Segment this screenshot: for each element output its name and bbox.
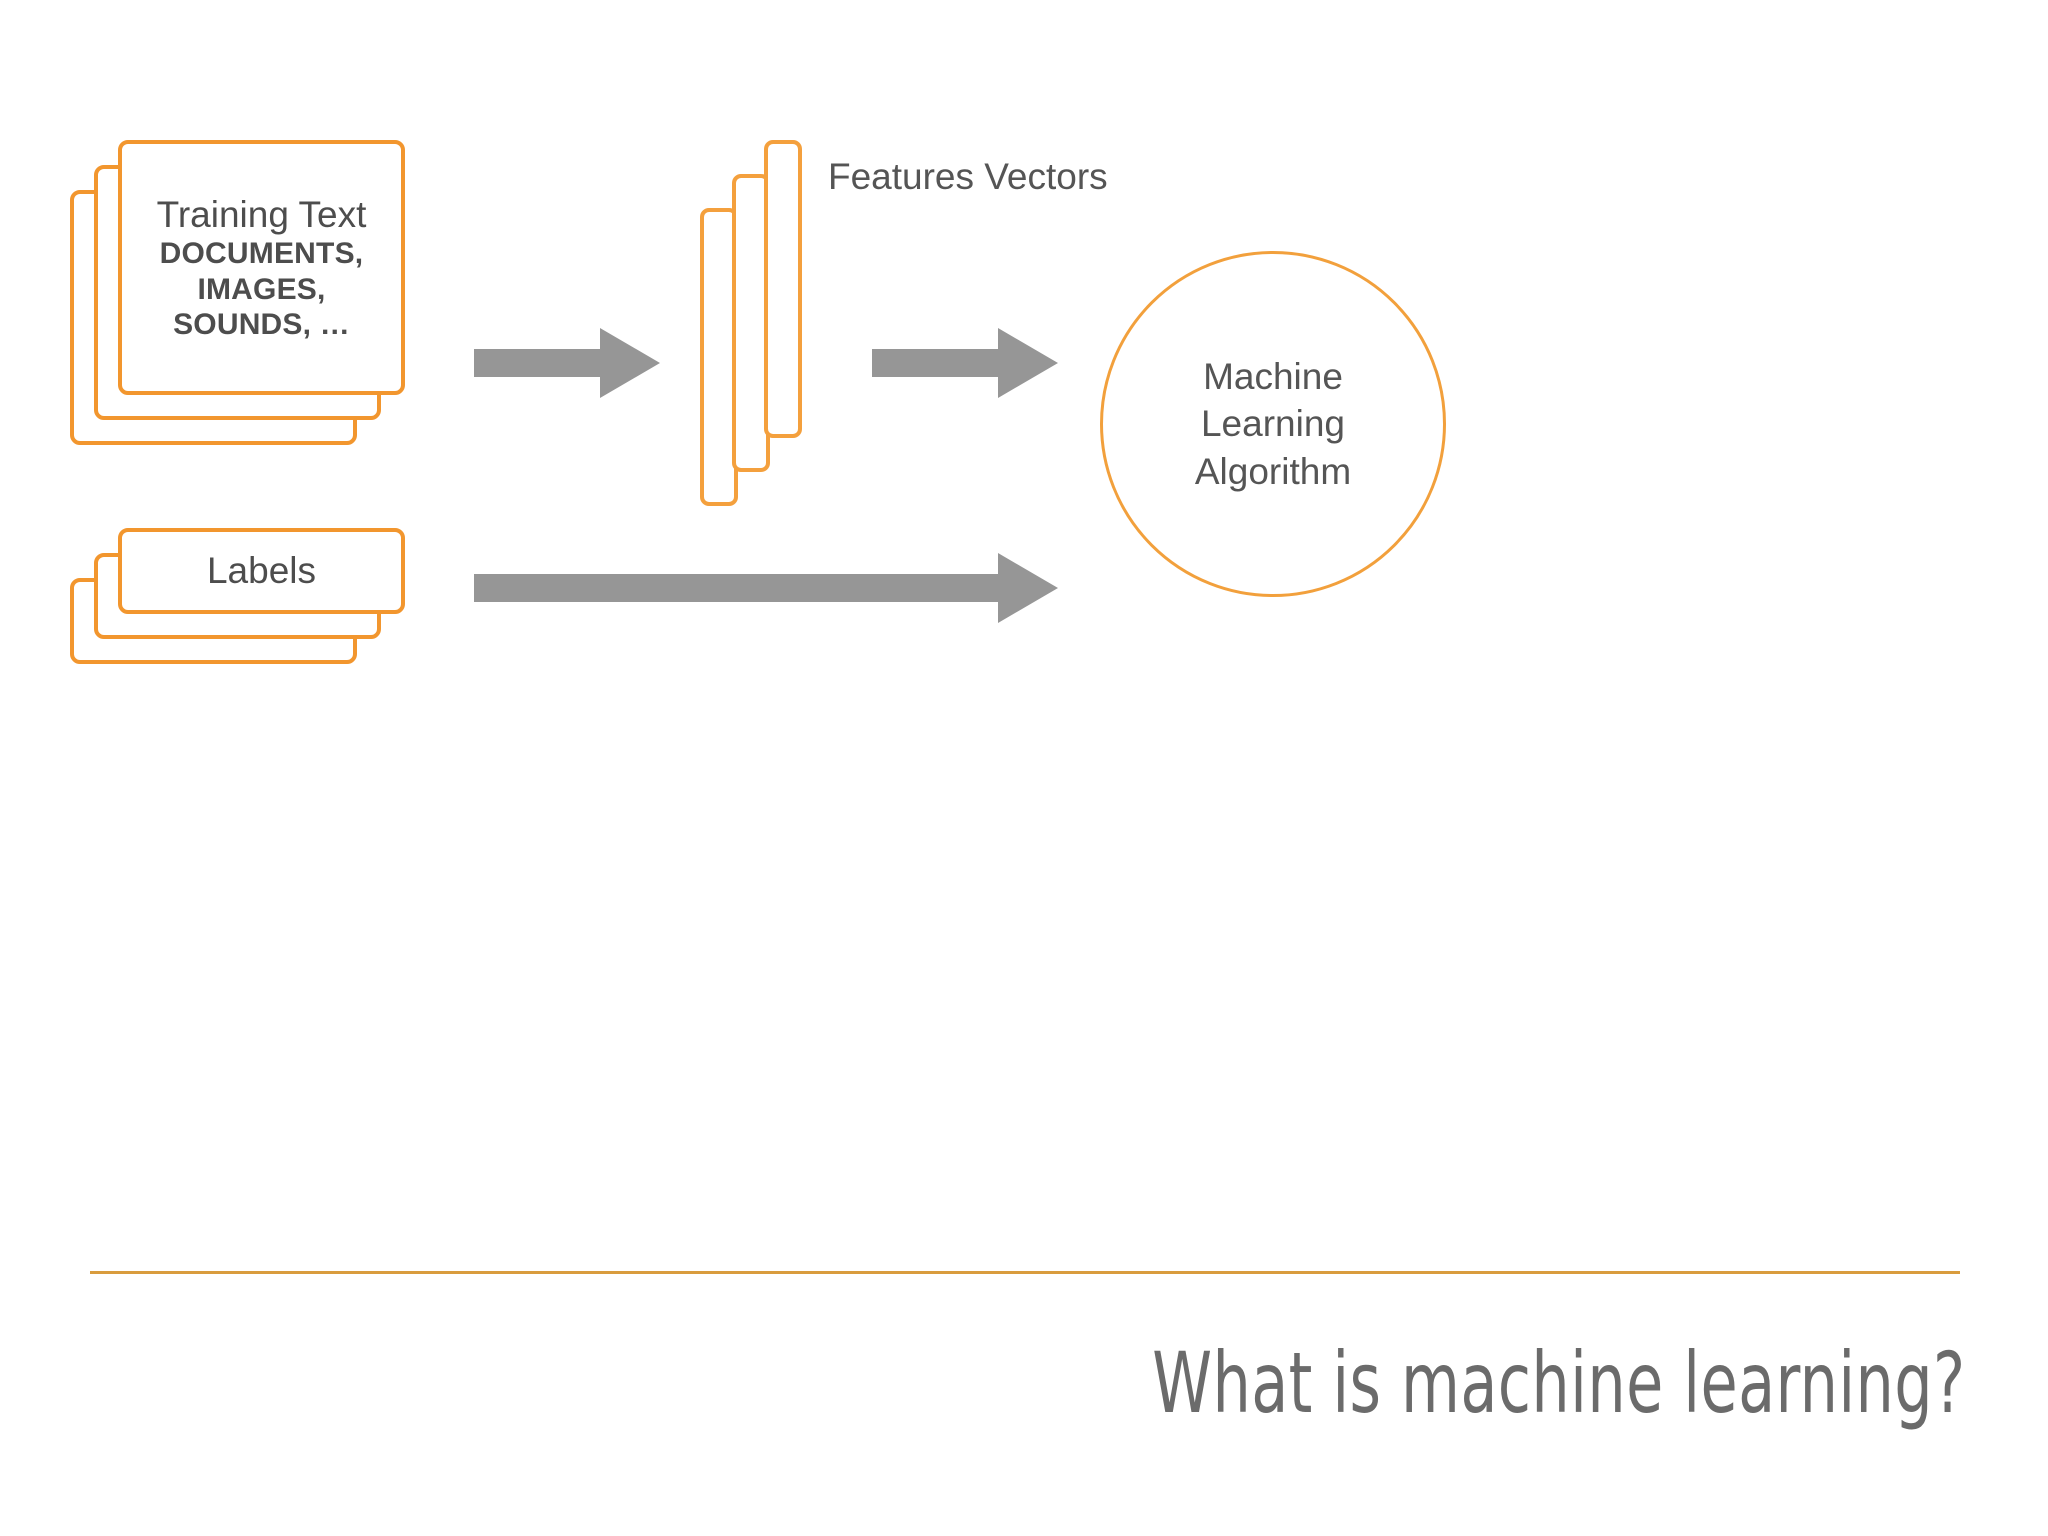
algorithm-line-3: Algorithm (1194, 450, 1352, 492)
training-card-title: Training Text (156, 193, 367, 235)
labels-card-front: Labels (118, 528, 405, 614)
features-vectors-group (700, 140, 900, 506)
algorithm-line-1: Machine (1203, 355, 1343, 397)
feature-vector-bar-3 (764, 140, 802, 438)
features-vectors-caption: Features Vectors (828, 156, 1108, 197)
training-card-text: Training Text DOCUMENTS, IMAGES, SOUNDS,… (157, 193, 367, 343)
arrow-right-icon (872, 328, 1058, 398)
training-card-subtitle-line-3: SOUNDS, … (173, 308, 350, 342)
arrow-training-to-features (474, 328, 660, 398)
page-title: What is machine learning? (1152, 1334, 1966, 1432)
labels-card-title: Labels (206, 550, 317, 592)
arrow-right-icon (474, 328, 660, 398)
training-card-front: Training Text DOCUMENTS, IMAGES, SOUNDS,… (118, 140, 405, 395)
machine-learning-algorithm-circle: Machine Learning Algorithm (1100, 251, 1446, 597)
labels-card-stack: Labels (70, 528, 410, 693)
algorithm-circle-text: Machine Learning Algorithm (1195, 353, 1351, 495)
training-text-card-stack: Training Text DOCUMENTS, IMAGES, SOUNDS,… (70, 140, 410, 510)
training-card-subtitle-line-1: DOCUMENTS, (159, 237, 364, 271)
arrow-right-icon (474, 553, 1058, 623)
labels-card-text: Labels (207, 549, 316, 593)
algorithm-line-2: Learning (1200, 403, 1345, 445)
arrow-labels-to-algorithm (474, 553, 1058, 623)
footer-divider (90, 1271, 1960, 1274)
training-card-subtitle-line-2: IMAGES, (197, 272, 326, 306)
arrow-features-to-algorithm (872, 328, 1058, 398)
